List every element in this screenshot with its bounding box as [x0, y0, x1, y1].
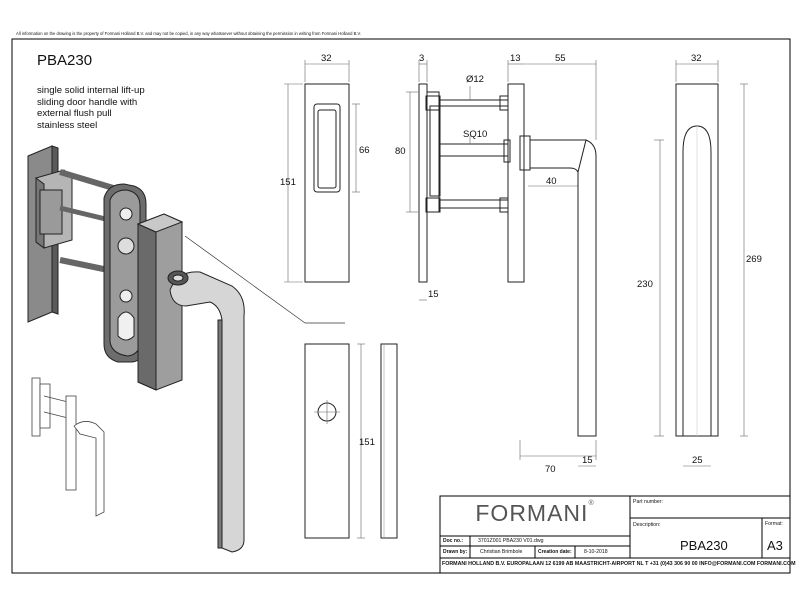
doc-value: 3701Z001 PBA230 V01.dwg — [478, 538, 544, 544]
format-label: Format: — [765, 521, 783, 527]
description-label: Description: — [633, 522, 661, 528]
dim-plate-height: 151 — [359, 437, 375, 448]
creation-date-label: Creation date: — [538, 549, 572, 555]
dimension-lines-plate — [357, 343, 365, 539]
dim-lever-length: 230 — [637, 279, 653, 290]
dim-spindle-square: SQ10 — [463, 129, 488, 140]
dim-base: 15 — [428, 289, 439, 300]
side-section-view — [418, 83, 525, 283]
description-line: stainless steel — [37, 119, 98, 131]
dim-rose-height: 269 — [746, 254, 762, 265]
brand-name: FORMANI — [475, 500, 589, 526]
format-value: A3 — [767, 538, 783, 553]
part-number-label: Part number: — [633, 499, 663, 505]
dim-lever-depth: 55 — [555, 53, 566, 64]
dim-spindle-diameter: Ø12 — [466, 74, 484, 85]
product-code-title: PBA230 — [37, 52, 93, 69]
title-block — [439, 495, 791, 574]
dim-flush-pull-height: 151 — [280, 177, 296, 188]
dim-lever-40: 40 — [546, 176, 557, 187]
dimension-lines-left — [284, 60, 360, 283]
product-name: PBA230 — [680, 538, 728, 553]
handle-3d-view — [27, 145, 245, 553]
dim-flush-pull-width: 32 — [321, 53, 332, 64]
disclaimer-text: All information on the drawing is the pr… — [16, 31, 362, 36]
drawn-by-value: Christian Brimbole — [480, 549, 523, 555]
doc-label: Doc no.: — [443, 538, 463, 544]
company-footer: FORMANI HOLLAND B.V. EUROPALAAN 12 6199 … — [442, 561, 796, 567]
dim-spacer: 13 — [510, 53, 521, 64]
dim-gap: 3 — [419, 53, 425, 64]
dim-lever-projection: 70 — [545, 464, 556, 475]
dim-rose-bottom: 25 — [692, 455, 703, 466]
flush-pull-view — [304, 83, 350, 283]
dimension-lines-front — [675, 60, 748, 467]
brand-logo: FORMANI® — [440, 500, 630, 527]
product-description: single solid internal lift-up sliding do… — [37, 85, 187, 131]
lever-side-view — [519, 135, 597, 437]
description-line: sliding door handle with — [37, 96, 138, 108]
dimension-lines-side — [406, 60, 597, 301]
description-line: single solid internal lift-up — [37, 85, 145, 96]
handle-3d-line-view — [31, 377, 105, 517]
lever-front-view — [675, 83, 719, 437]
sheet-border — [11, 38, 791, 574]
dim-lever-thickness: 15 — [582, 455, 593, 466]
dim-recess-height: 66 — [359, 145, 370, 156]
dim-overall: 80 — [395, 146, 406, 157]
creation-date-value: 8-10-2018 — [584, 549, 608, 555]
dimension-lines-lever — [519, 139, 664, 467]
leader-line — [184, 235, 306, 324]
drawn-by-label: Drawn by: — [443, 549, 468, 555]
brand-mark: ® — [588, 500, 595, 507]
description-line: external flush pull — [37, 108, 112, 120]
dim-rose-width: 32 — [691, 53, 702, 64]
back-plate-view — [304, 343, 398, 539]
